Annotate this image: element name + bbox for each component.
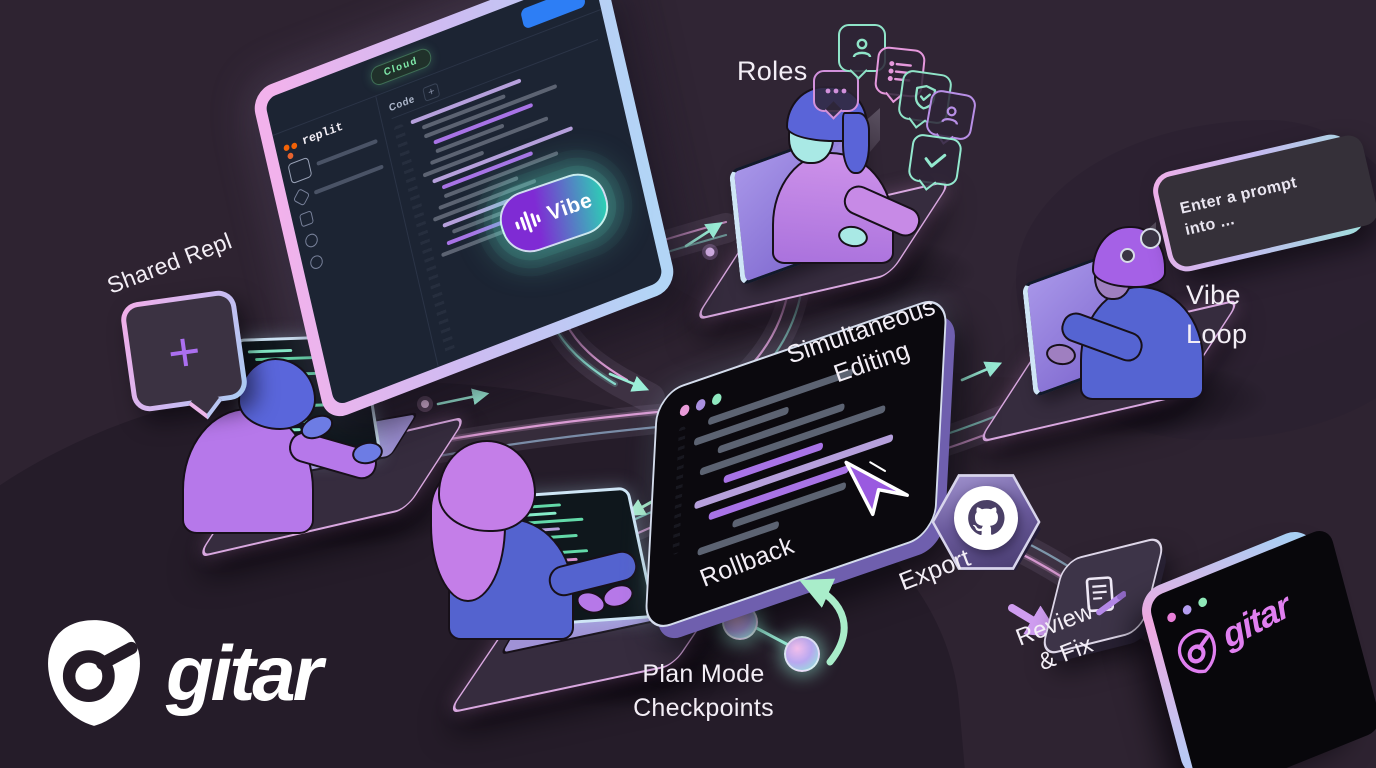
replit-monitor: Cloud replit (250, 0, 678, 423)
globe-icon (308, 253, 325, 271)
file-icon (287, 156, 313, 185)
gitar-card: gitar (1136, 524, 1376, 768)
new-tab-icon: + (422, 82, 441, 102)
shared-repl-label: Shared Repl (103, 227, 236, 299)
check-icon (906, 132, 964, 188)
person-hair (842, 112, 870, 174)
gitar-card-wordmark: gitar (1217, 586, 1295, 656)
folder-icon (298, 210, 315, 228)
vibe-loop-label: Vibe Loop (1186, 280, 1248, 350)
ellipsis-icon (813, 70, 859, 112)
gitar-logo: gitar (42, 616, 323, 730)
line-dots (672, 425, 686, 556)
cursor-icon (839, 449, 915, 526)
shared-repl-bubble: + (118, 288, 250, 420)
replit-logo-mark (283, 143, 291, 152)
gitar-pick-icon (1177, 629, 1217, 674)
checkpoint-dot (784, 636, 820, 672)
gear-icon (303, 231, 320, 250)
vibe-pill-label: Vibe (544, 188, 596, 226)
github-icon (954, 486, 1018, 550)
plus-icon: + (124, 294, 244, 408)
code-line (247, 348, 293, 354)
branch-icon (292, 188, 311, 207)
thought-dot (1120, 248, 1135, 263)
roles-label: Roles (737, 56, 808, 86)
waveform-icon (513, 207, 544, 236)
plan-mode-label: Plan Mode Checkpoints (633, 660, 774, 722)
thought-dot (1140, 228, 1161, 249)
file-name-bar (316, 138, 378, 167)
user-icon (924, 88, 978, 142)
checkpoint-dot (722, 604, 758, 640)
gitar-pick-icon (48, 620, 140, 726)
gitar-logo-wordmark: gitar (166, 628, 323, 717)
